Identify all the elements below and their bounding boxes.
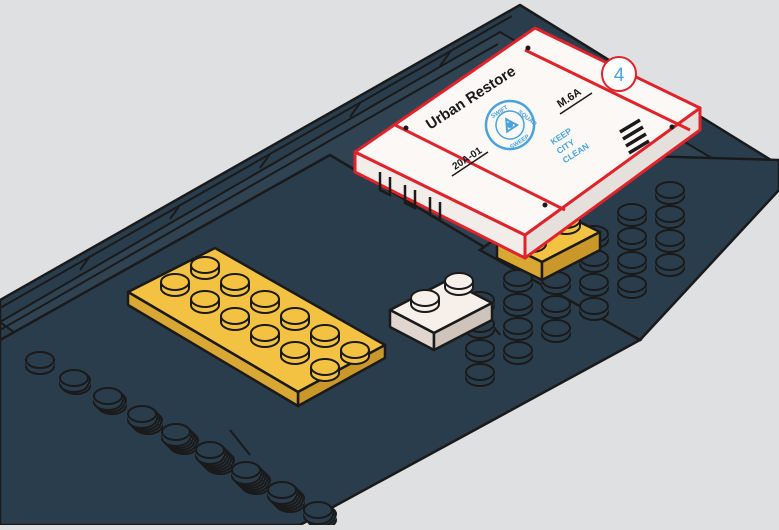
stud bbox=[281, 342, 309, 364]
stud bbox=[618, 204, 646, 226]
stud bbox=[542, 320, 570, 342]
stud bbox=[26, 352, 54, 374]
stud bbox=[251, 291, 279, 313]
stud bbox=[311, 359, 339, 381]
stud bbox=[618, 252, 646, 274]
stud bbox=[656, 182, 684, 204]
stud bbox=[504, 294, 532, 316]
stud bbox=[221, 274, 249, 296]
stud bbox=[542, 296, 570, 318]
stud bbox=[268, 482, 296, 504]
stud bbox=[341, 342, 369, 364]
stud bbox=[128, 406, 156, 428]
stud bbox=[162, 424, 190, 446]
stud bbox=[304, 502, 332, 524]
stud bbox=[618, 276, 646, 298]
stud bbox=[580, 298, 608, 320]
stud bbox=[191, 291, 219, 313]
stud bbox=[618, 228, 646, 250]
stud bbox=[161, 274, 189, 296]
step-callout: 4 bbox=[602, 57, 636, 91]
stud bbox=[504, 342, 532, 364]
stud bbox=[191, 257, 219, 279]
step-number: 4 bbox=[614, 65, 625, 86]
stud bbox=[281, 308, 309, 330]
stud bbox=[60, 370, 88, 392]
stud bbox=[656, 230, 684, 252]
stud bbox=[504, 318, 532, 340]
stud bbox=[251, 325, 279, 347]
stud bbox=[311, 325, 339, 347]
stud bbox=[466, 340, 494, 362]
stud bbox=[656, 254, 684, 276]
stud bbox=[656, 206, 684, 228]
stud bbox=[232, 462, 260, 484]
stud bbox=[466, 364, 494, 386]
stud bbox=[580, 274, 608, 296]
stud bbox=[221, 308, 249, 330]
stud bbox=[94, 388, 122, 410]
stud bbox=[196, 442, 224, 464]
